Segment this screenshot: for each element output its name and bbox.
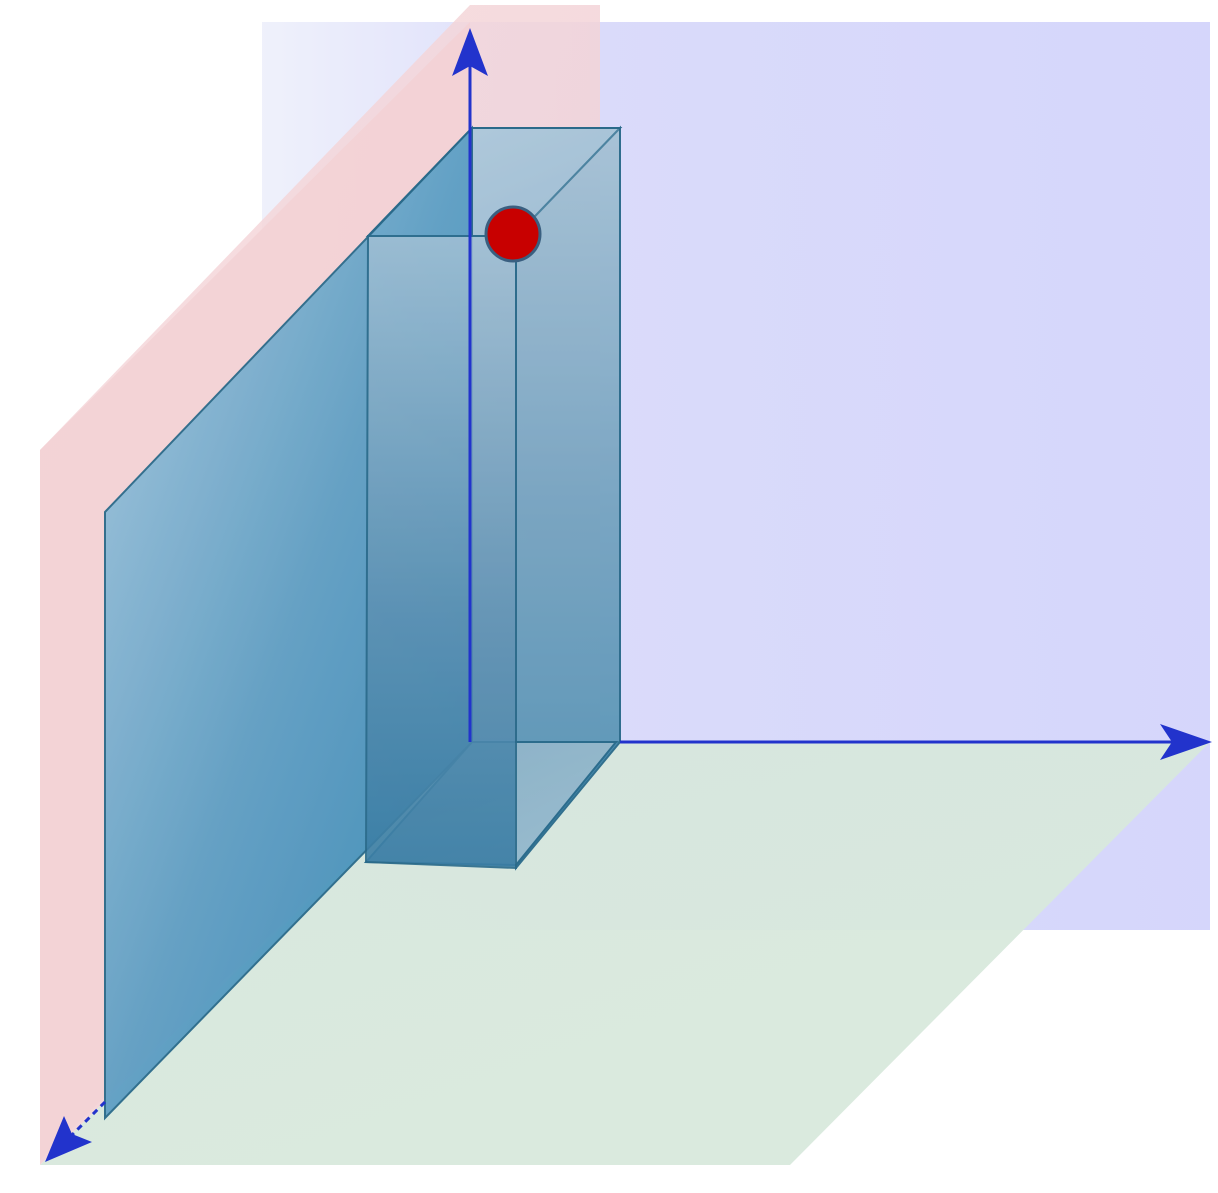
floor-plane bbox=[40, 742, 1210, 1165]
point-marker bbox=[484, 205, 542, 263]
box-front-face bbox=[364, 235, 517, 870]
up-arrow-icon bbox=[452, 28, 488, 76]
depth-arrow-icon bbox=[45, 1116, 92, 1162]
right-arrow-icon bbox=[1160, 724, 1212, 760]
depth-axis bbox=[70, 1100, 107, 1137]
